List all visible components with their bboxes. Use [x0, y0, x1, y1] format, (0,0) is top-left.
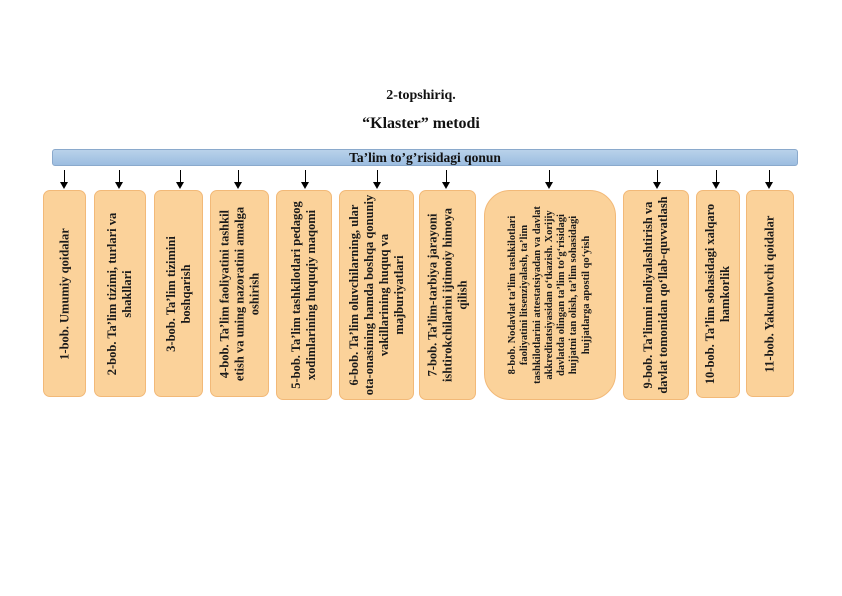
chapter-label: 10-bob. Ta’lim sohasidagi xalqaro hamkor…: [703, 203, 732, 385]
chapter-label: 2-bob. Ta’lim tizimi, turlari va shaklla…: [105, 212, 134, 375]
arrow-chapter-1: [60, 170, 68, 189]
chapter-label: 9-bob. Ta’limni moliyalashtirish va davl…: [641, 196, 670, 394]
chapter-box-7: 7-bob. Ta’lim-tarbiya jarayoni ishtirokc…: [419, 190, 476, 400]
chapter-label: 6-bob. Ta’lim oluvchilarning, ular ota-o…: [346, 194, 406, 396]
chapter-label: 5-bob. Ta’lim tashkilotlari pedagog xodi…: [289, 201, 318, 389]
chapter-label: 7-bob. Ta’lim-tarbiya jarayoni ishtirokc…: [425, 207, 469, 383]
chapter-label: 8-bob. Nodavlat ta’lim tashkilotlari fao…: [506, 206, 592, 384]
chapter-box-9: 9-bob. Ta’limni moliyalashtirish va davl…: [623, 190, 689, 400]
arrow-chapter-9: [653, 170, 661, 189]
chapter-box-5: 5-bob. Ta’lim tashkilotlari pedagog xodi…: [276, 190, 332, 400]
chapter-box-10: 10-bob. Ta’lim sohasidagi xalqaro hamkor…: [696, 190, 740, 398]
arrow-chapter-2: [115, 170, 123, 189]
arrow-chapter-7: [442, 170, 450, 189]
chapter-box-3: 3-bob. Ta’lim tizimini boshqarish: [154, 190, 203, 397]
chapter-box-8: 8-bob. Nodavlat ta’lim tashkilotlari fao…: [484, 190, 616, 400]
chapter-label: 4-bob. Ta’lim faoliyatini tashkil etish …: [217, 206, 261, 381]
chapter-label: 11-bob. Yakunlovchi qoidalar: [762, 215, 777, 372]
chapter-box-1: 1-bob. Umumiy qoidalar: [43, 190, 86, 397]
arrow-chapter-8: [545, 170, 553, 189]
arrow-chapter-5: [301, 170, 309, 189]
chapter-label: 1-bob. Umumiy qoidalar: [57, 227, 71, 360]
chapter-box-6: 6-bob. Ta’lim oluvchilarning, ular ota-o…: [339, 190, 414, 400]
cluster-root-law: Ta’lim to’g’risidagi qonun: [52, 149, 798, 166]
chapter-box-11: 11-bob. Yakunlovchi qoidalar: [746, 190, 794, 397]
chapter-label: 3-bob. Ta’lim tizimini boshqarish: [163, 235, 193, 352]
arrow-chapter-3: [176, 170, 184, 189]
arrow-chapter-10: [712, 170, 720, 189]
arrow-chapter-6: [373, 170, 381, 189]
chapter-box-4: 4-bob. Ta’lim faoliyatini tashkil etish …: [210, 190, 269, 397]
task-number: 2-topshiriq.: [386, 88, 456, 103]
chapter-box-2: 2-bob. Ta’lim tizimi, turlari va shaklla…: [94, 190, 146, 397]
arrow-chapter-11: [765, 170, 773, 189]
arrow-chapter-4: [234, 170, 242, 189]
method-title: “Klaster” metodi: [362, 115, 480, 132]
